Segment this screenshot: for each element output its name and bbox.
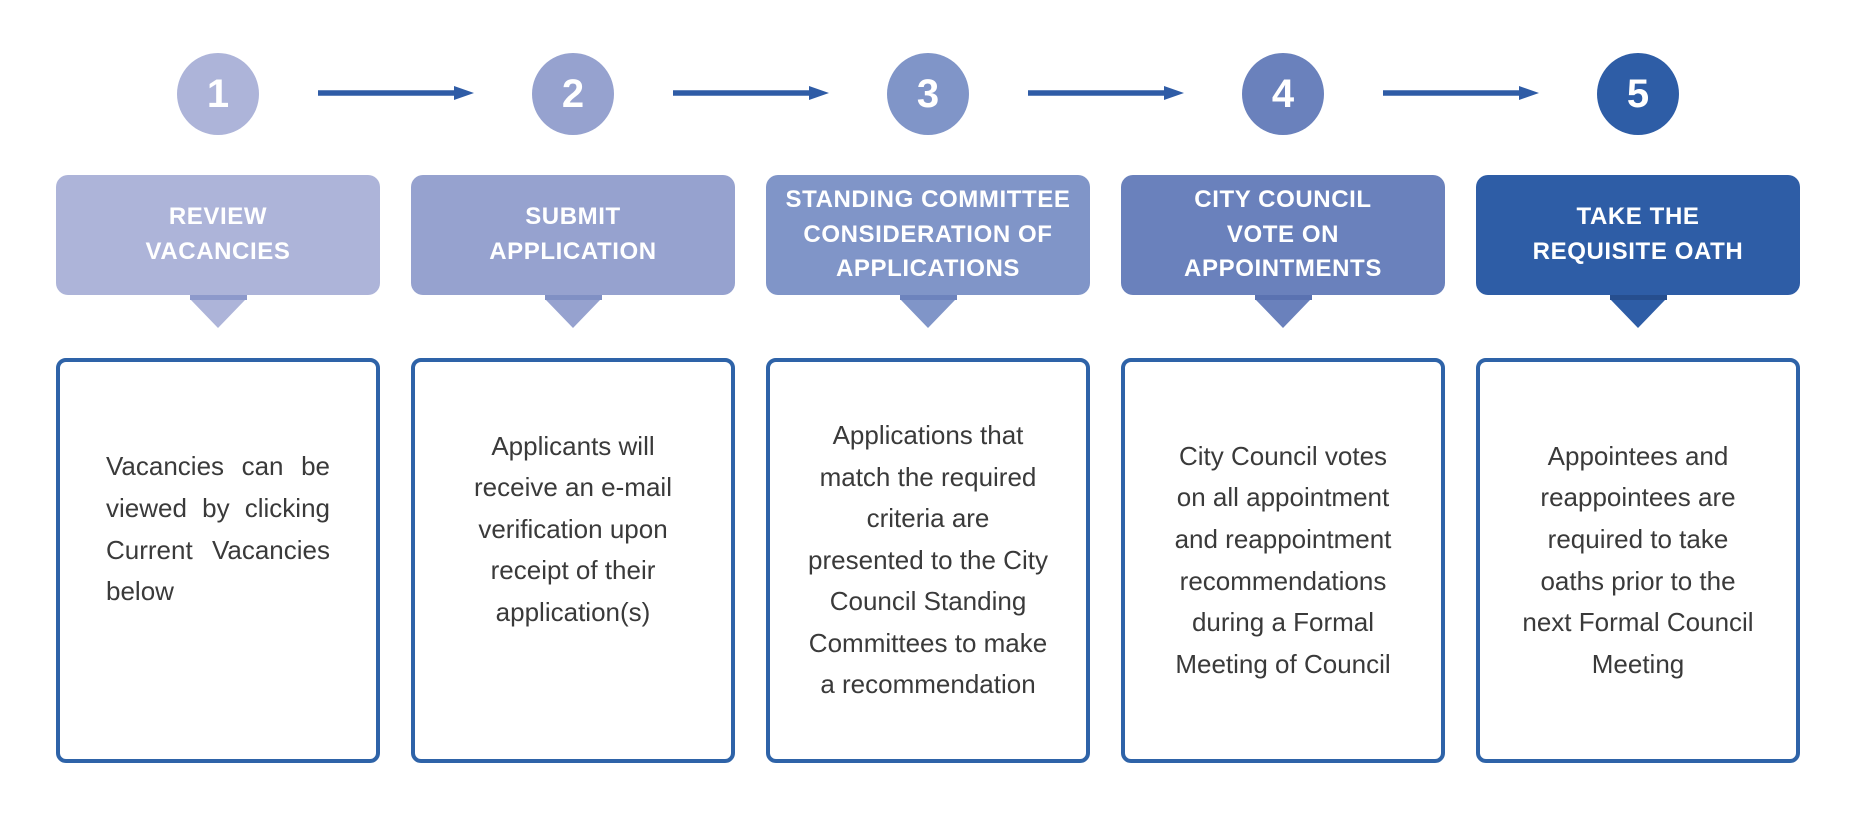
step-5-number-badge: 5 (1597, 53, 1679, 135)
step-4-description-box: City Council votes on all appointment an… (1121, 358, 1445, 763)
flow-arrow-icon-2-3 (673, 86, 829, 100)
step-1-pointer-triangle-icon (191, 300, 245, 328)
step-4-number-badge: 4 (1242, 53, 1324, 135)
step-2-number-badge: 2 (532, 53, 614, 135)
step-4-title-banner: CITY COUNCIL VOTE ON APPOINTMENTS (1121, 175, 1445, 295)
step-1-description: Vacancies can be viewed by clicking Curr… (106, 451, 330, 607)
step-3-description: Applications that match the required cri… (808, 419, 1048, 700)
flow-arrow-icon-1-2 (318, 86, 474, 100)
step-column-2: 2 SUBMIT APPLICATION Applicants will rec… (411, 0, 735, 837)
step-column-3: 3 STANDING COMMITTEE CONSIDERATION OF AP… (766, 0, 1090, 837)
step-4-pointer-triangle-icon (1256, 300, 1310, 328)
step-3-description-box: Applications that match the required cri… (766, 358, 1090, 763)
step-5-description: Appointees and reappointees are required… (1522, 440, 1754, 679)
step-3-pointer-notch (899, 295, 957, 300)
flow-arrow-icon-4-5 (1383, 86, 1539, 100)
step-1-description-box: Vacancies can be viewed by clicking Curr… (56, 358, 380, 763)
step-column-5: 5 TAKE THE REQUISITE OATH Appointees and… (1476, 0, 1800, 837)
step-3-pointer-triangle-icon (901, 300, 955, 328)
step-3-number-badge: 3 (887, 53, 969, 135)
step-5-title-banner: TAKE THE REQUISITE OATH (1476, 175, 1800, 295)
step-2-title-banner: SUBMIT APPLICATION (411, 175, 735, 295)
step-4-description: City Council votes on all appointment an… (1174, 440, 1392, 679)
step-1-title-banner: REVIEW VACANCIES (56, 175, 380, 295)
step-2-pointer-notch (544, 295, 602, 300)
step-3-title-banner: STANDING COMMITTEE CONSIDERATION OF APPL… (766, 175, 1090, 295)
step-2-pointer-triangle-icon (546, 300, 600, 328)
step-5-description-box: Appointees and reappointees are required… (1476, 358, 1800, 763)
step-5-pointer-triangle-icon (1611, 300, 1665, 328)
step-column-4: 4 CITY COUNCIL VOTE ON APPOINTMENTS City… (1121, 0, 1445, 837)
step-2-description-box: Applicants will receive an e-mail verifi… (411, 358, 735, 763)
step-column-1: 1 REVIEW VACANCIES Vacancies can be view… (56, 0, 380, 837)
step-2-description: Applicants will receive an e-mail verifi… (474, 430, 672, 627)
step-1-pointer-notch (189, 295, 247, 300)
step-1-number-badge: 1 (177, 53, 259, 135)
step-5-pointer-notch (1609, 295, 1667, 300)
flow-arrow-icon-3-4 (1028, 86, 1184, 100)
step-4-pointer-notch (1254, 295, 1312, 300)
